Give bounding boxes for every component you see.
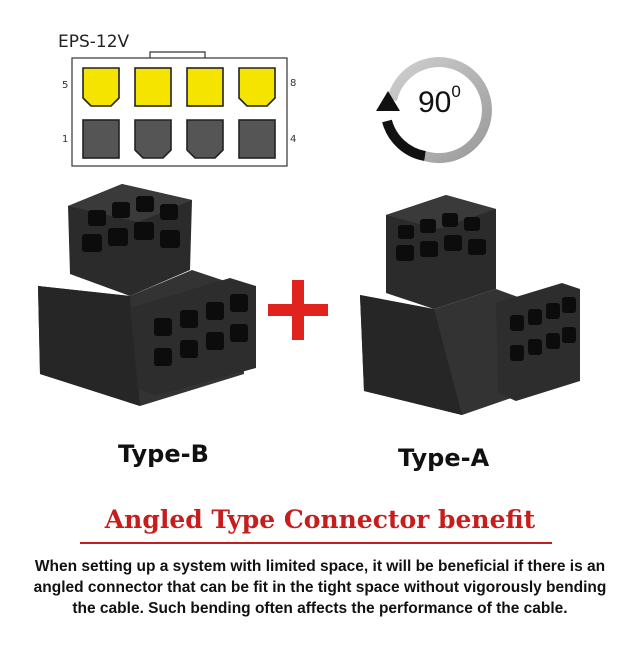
plus-icon: [268, 280, 328, 340]
type-a-label: Type-A: [398, 444, 490, 472]
rotation-angle-unit: 0: [451, 82, 461, 101]
pinout-diagram: [71, 51, 288, 167]
connector-type-b-image: [38, 184, 256, 406]
benefit-heading: Angled Type Connector benefit: [104, 505, 536, 534]
pin-number-1: 1: [62, 134, 69, 145]
pin-row-top: [82, 67, 276, 107]
pin-1: [82, 119, 120, 159]
pin-number-4: 4: [290, 134, 297, 145]
pin-5: [82, 67, 120, 107]
pin-4: [238, 119, 276, 159]
pin-2: [134, 119, 172, 159]
pin-3: [186, 119, 224, 159]
rotation-angle-value: 90: [418, 86, 452, 119]
pin-6: [134, 67, 172, 107]
connector-type-a-image: [360, 195, 580, 415]
pin-7: [186, 67, 224, 107]
heading-underline: [80, 542, 552, 544]
rotation-arrow-icon: [376, 57, 492, 163]
pin-8: [238, 67, 276, 107]
pinout-title: EPS-12V: [58, 32, 130, 52]
type-b-label: Type-B: [118, 440, 209, 468]
pin-number-8: 8: [290, 78, 297, 89]
benefit-description: When setting up a system with limited sp…: [33, 558, 607, 617]
pin-row-bottom: [82, 119, 276, 159]
rotation-angle-label: 900: [418, 82, 461, 120]
pin-number-5: 5: [62, 80, 69, 91]
